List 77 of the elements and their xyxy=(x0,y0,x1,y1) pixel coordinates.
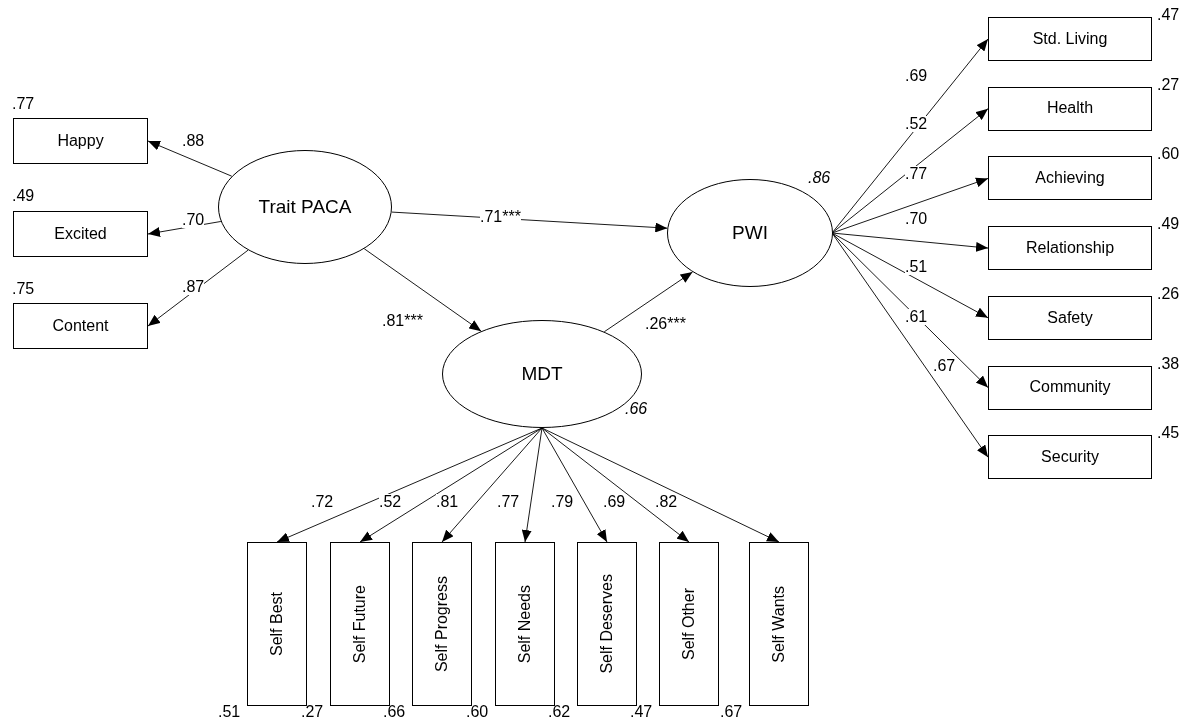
variable-label: Happy xyxy=(57,131,104,151)
edge-label: .69 xyxy=(905,68,928,84)
variance-value: .75 xyxy=(12,281,35,297)
variance-value: .49 xyxy=(1157,216,1180,233)
edge-label: .72 xyxy=(311,494,334,510)
variance-value: .77 xyxy=(12,96,35,112)
observed-variable-box xyxy=(988,365,1152,410)
variable-label: Std. Living xyxy=(1032,29,1108,49)
edge-label: .52 xyxy=(379,494,402,510)
edge-label: .52 xyxy=(905,116,928,132)
observed-variable-box xyxy=(988,226,1152,271)
edge-label: .70 xyxy=(905,211,928,227)
variance-value: .26 xyxy=(1157,285,1180,302)
variable-label: Safety xyxy=(1047,308,1093,327)
variable-label: Content xyxy=(52,316,109,336)
variance-value: .60 xyxy=(1157,146,1180,163)
variable-label: Excited xyxy=(54,224,107,244)
observed-variable-box xyxy=(412,542,472,706)
variance-value: .62 xyxy=(548,704,571,720)
variable-label: Self Best xyxy=(267,592,286,656)
variance-value: .66 xyxy=(383,704,406,720)
variable-label: Trait PACA xyxy=(258,196,352,218)
edge-label: .26*** xyxy=(645,316,686,332)
edge-label: .77 xyxy=(905,166,928,182)
observed-variable-box xyxy=(988,156,1152,201)
edge-label: .87 xyxy=(182,279,205,295)
variable-label: Health xyxy=(1046,99,1094,118)
variance-value: .45 xyxy=(1157,425,1180,442)
variable-label: Self Progress xyxy=(432,575,451,672)
edge-label: .51 xyxy=(905,259,928,275)
edge-label: .82 xyxy=(655,494,678,510)
observed-variable-box xyxy=(13,118,148,164)
variance-value: .27 xyxy=(1157,76,1180,93)
observed-variable-box xyxy=(13,211,148,257)
edge-label: .67 xyxy=(933,358,956,374)
observed-variable-box xyxy=(988,86,1152,131)
observed-variable-box xyxy=(495,542,555,706)
variable-label: Relationship xyxy=(1025,238,1115,258)
observed-variable-box xyxy=(988,295,1152,340)
latent-variable-ellipse xyxy=(218,150,392,264)
variance-value: .38 xyxy=(1157,355,1180,372)
observed-variable-box xyxy=(330,542,390,706)
edge-label: .77 xyxy=(497,494,520,510)
variable-label: Self Deserves xyxy=(597,574,616,674)
variance-value: .86 xyxy=(808,170,831,186)
edge-label: .79 xyxy=(551,494,574,510)
edge-label: .71*** xyxy=(480,209,521,225)
edge-label: .81*** xyxy=(382,313,423,329)
edge-label: .81 xyxy=(436,494,459,510)
variance-value: .49 xyxy=(12,188,35,204)
edge-label: .69 xyxy=(603,494,626,510)
observed-variable-box xyxy=(577,542,637,706)
variance-value: .47 xyxy=(630,704,653,720)
variance-value: .67 xyxy=(720,704,743,720)
observed-variable-box xyxy=(988,17,1152,61)
edge-label: .70 xyxy=(182,212,205,228)
observed-variable-box xyxy=(988,435,1152,480)
variable-label: Self Wants xyxy=(769,585,788,663)
variance-value: .47 xyxy=(1157,7,1180,23)
variable-label: MDT xyxy=(521,363,563,385)
variable-label: Self Needs xyxy=(515,584,534,664)
observed-variable-box xyxy=(749,542,809,706)
variable-label: Self Future xyxy=(350,584,369,664)
variable-label: Achieving xyxy=(1035,169,1105,188)
variable-label: Security xyxy=(1041,448,1099,467)
observed-variable-box xyxy=(13,303,148,349)
observed-variable-box xyxy=(247,542,307,706)
variable-label: Community xyxy=(1029,378,1111,397)
variance-value: .66 xyxy=(625,401,648,417)
variance-value: .51 xyxy=(218,704,241,720)
variance-value: .60 xyxy=(466,704,489,720)
variance-value: .27 xyxy=(301,704,324,720)
edge-label: .88 xyxy=(182,133,205,149)
variable-label: PWI xyxy=(732,222,768,244)
variable-label: Self Other xyxy=(679,588,698,660)
observed-variable-box xyxy=(659,542,719,706)
edge-label: .61 xyxy=(905,309,928,325)
